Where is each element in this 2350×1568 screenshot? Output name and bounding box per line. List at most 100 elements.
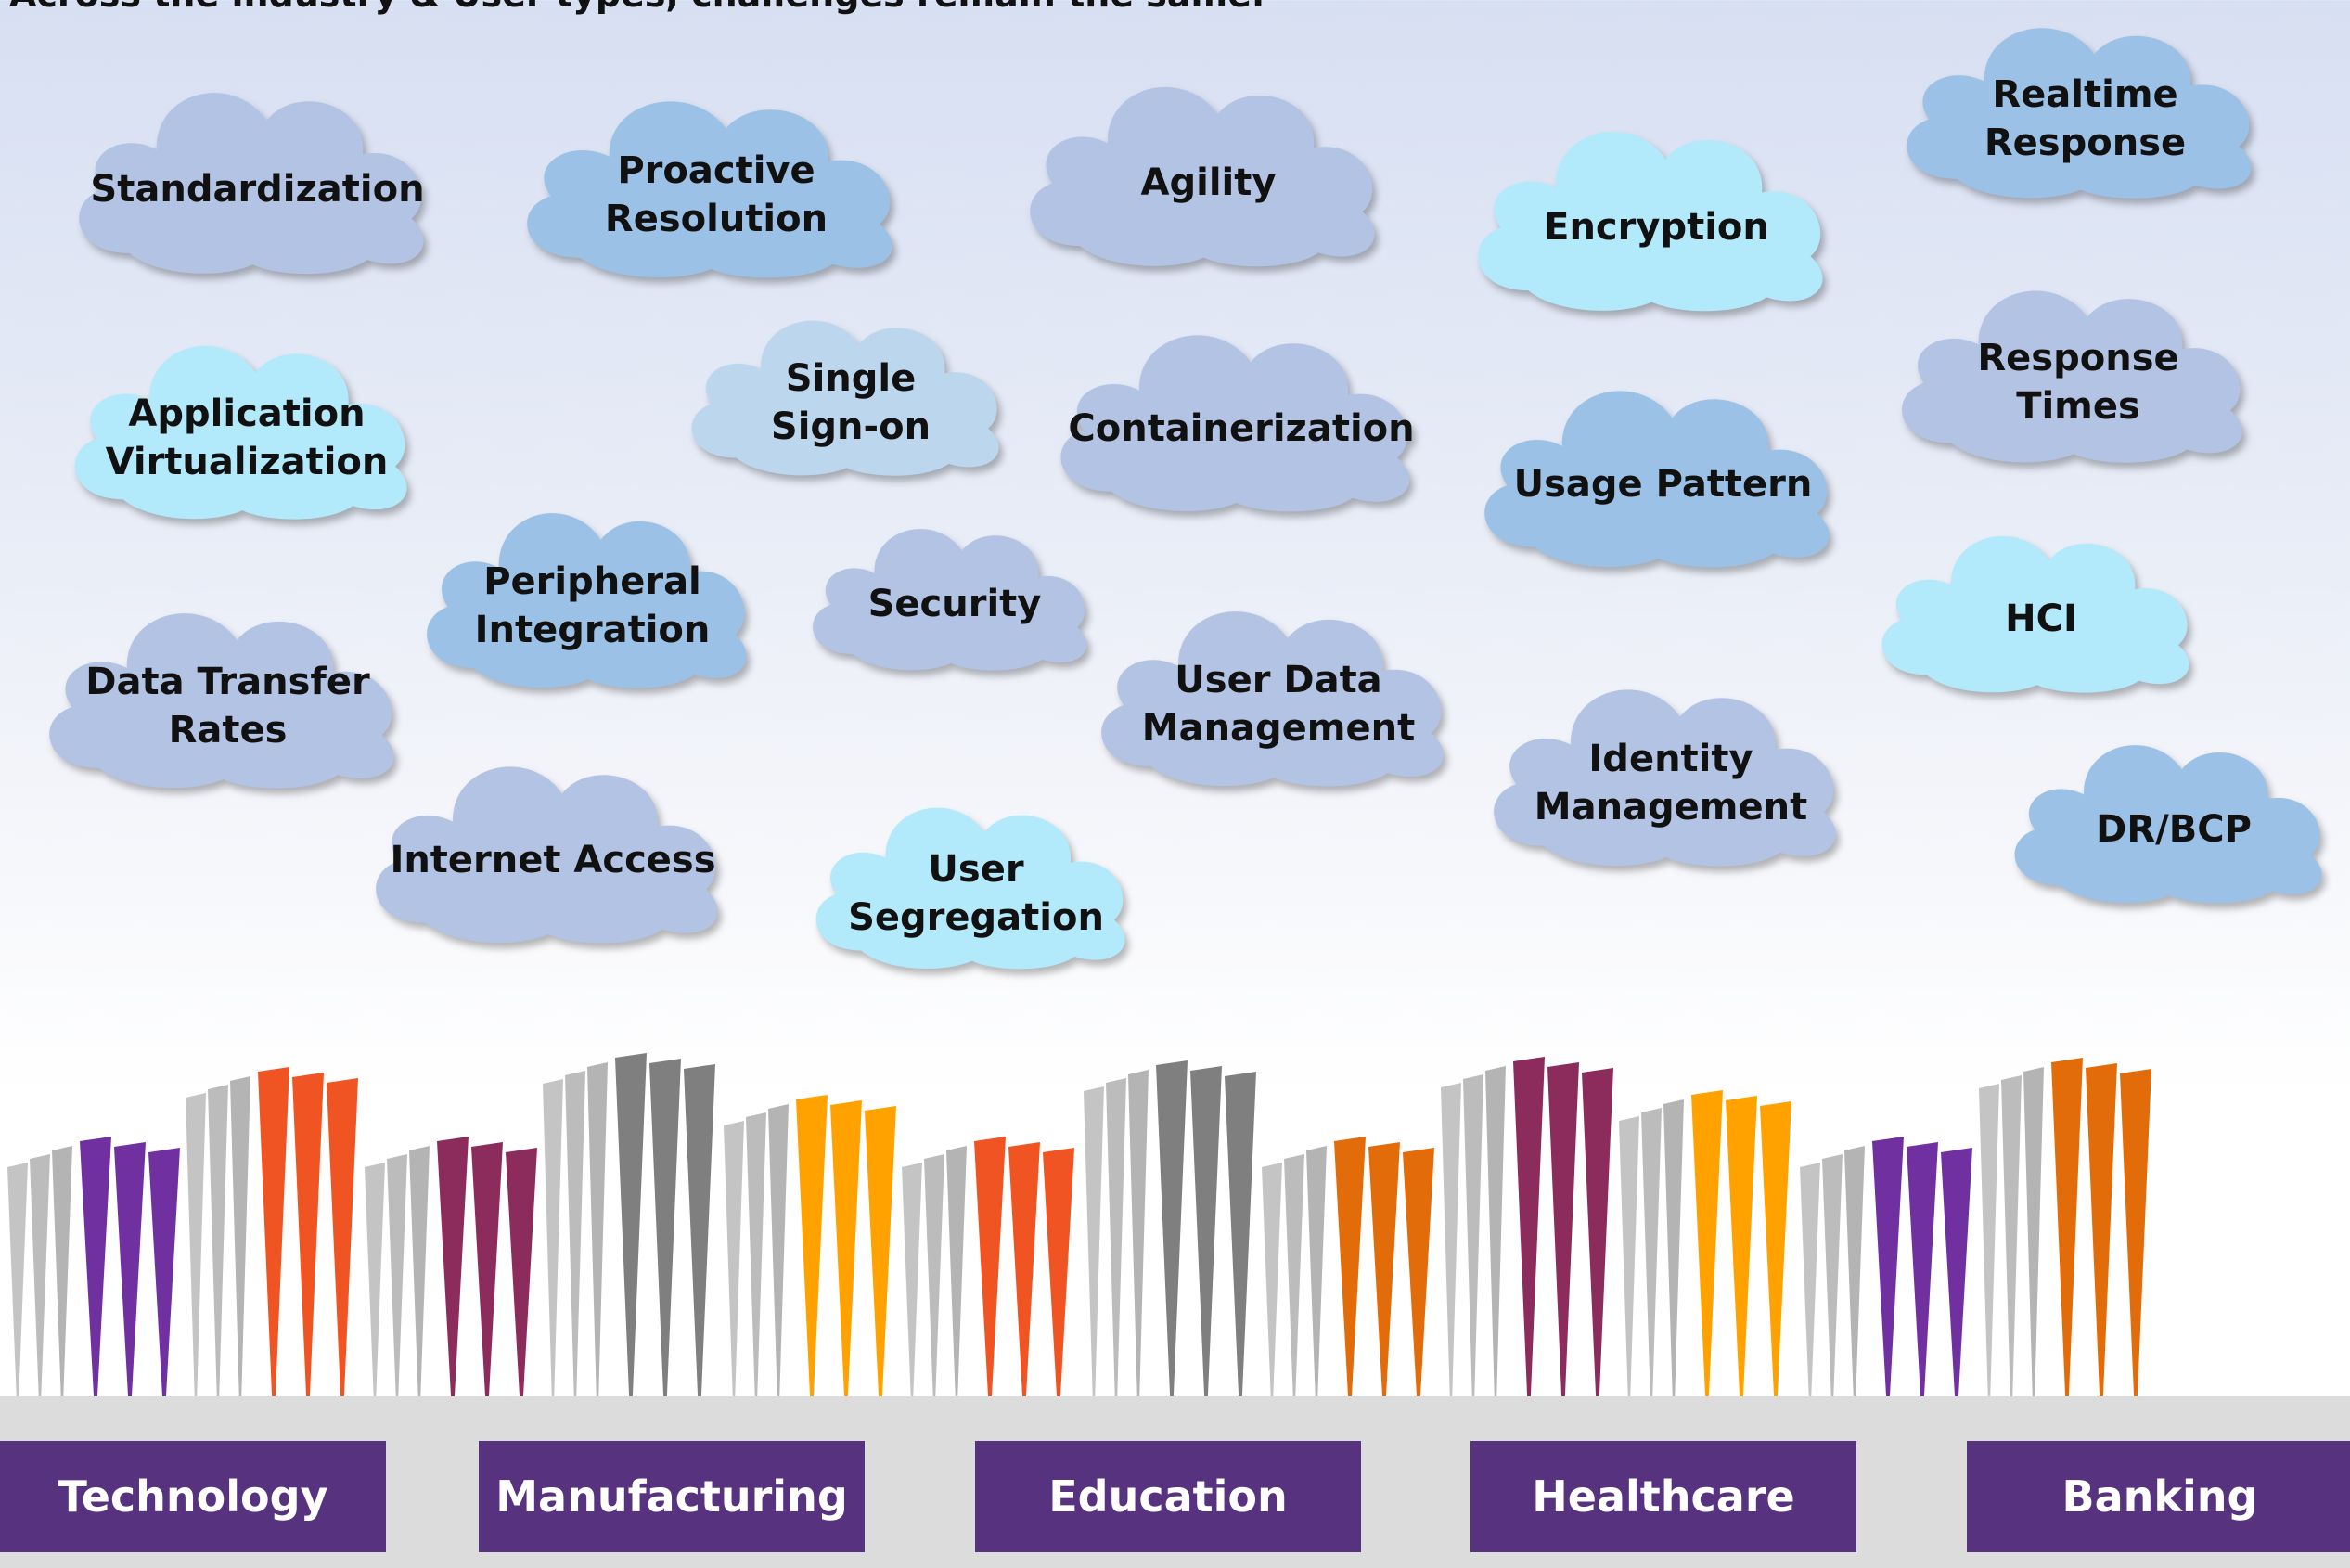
industry-skyline [7,1053,2151,1401]
cloud-label-line: HCI [2005,598,2077,641]
building-spike [1941,1148,1972,1401]
building-spike [186,1093,206,1401]
cloud-label: Agility [1016,159,1401,207]
cloud-label-line: Resolution [604,198,828,241]
building-spike [902,1163,922,1401]
building-spike [1043,1148,1074,1401]
building-spike [1084,1086,1104,1401]
building-spike [796,1095,828,1401]
cloud-shape [1060,335,1410,512]
building-spike [924,1154,944,1401]
building-spike [80,1137,111,1401]
building-spike [230,1076,250,1401]
building-spike [1284,1154,1304,1401]
cloud-shape [74,345,407,520]
cloud-agility: Agility [1016,58,1401,276]
cloud-label: Encryption [1464,203,1849,251]
building-spike [365,1163,385,1401]
building-spike [830,1100,862,1401]
cloud-label-line: Application [128,392,366,435]
cloud-label-line: Security [867,583,1042,626]
building-spike [1907,1142,1938,1401]
cloud-usage-pattern: Usage Pattern [1470,362,1856,577]
industry-technology: Technology [0,1441,386,1552]
building-spike [649,1059,681,1401]
building-spike [946,1146,967,1401]
cloud-shape [1030,86,1375,267]
cloud-label: Containerization [1047,405,1436,453]
building-spike [30,1154,50,1401]
building-spike [974,1137,1006,1401]
building-spike [1872,1137,1904,1401]
building-spike [292,1073,324,1401]
cloud-label-line: Single [785,357,917,401]
building-spike [387,1154,407,1401]
building-spike [615,1053,647,1401]
building-spike [1262,1163,1282,1401]
building-spike [208,1085,228,1401]
cloud-shape [427,513,747,688]
building-spike [1760,1101,1791,1401]
cloud-label-line: Identity [1588,738,1753,781]
industry-banking: Banking [1967,1441,2350,1552]
building-spike [1441,1083,1461,1401]
cloud-label: Standardization [65,165,450,213]
building-spike [1463,1074,1483,1401]
building-spike [471,1142,503,1401]
building-spike [327,1078,358,1401]
building-spike [587,1062,608,1401]
cloud-label-line: DR/BCP [2096,807,2252,851]
cloud-shape [1902,290,2242,463]
cloud-label-line: Times [2016,384,2140,428]
building-spike [506,1148,537,1401]
cloud-internet-access: Internet Access [362,738,744,953]
cloud-label-line: Standardization [90,167,425,211]
cloud-shape [815,807,1125,970]
building-spike [1106,1078,1126,1401]
building-spike [52,1146,72,1401]
building-spike [1485,1066,1506,1401]
building-spike [1547,1062,1579,1401]
cloud-label-line: Virtualization [105,440,389,483]
building-spike [746,1112,766,1401]
building-spike [1306,1146,1327,1401]
cloud-label-line: Management [1534,786,1808,829]
cloud-shape [1478,131,1823,312]
cloud-label: HCI [1869,595,2213,643]
industry-education: Education [975,1441,1361,1552]
header-text: Across the industry & User types, challe… [9,0,2236,15]
building-spike [437,1137,469,1401]
cloud-label-line: Internet Access [390,839,716,882]
cloud-shape [1494,689,1836,867]
building-spike [2086,1063,2117,1401]
cloud-label-line: Response [1984,121,2187,164]
building-spike [2023,1067,2044,1401]
building-spike [1334,1137,1366,1401]
building-spike [724,1121,744,1401]
cloud-label-line: User [928,847,1024,891]
cloud-label-line: Segregation [848,895,1104,939]
building-spike [114,1142,146,1401]
cloud-label-line: Containerization [1068,407,1415,451]
building-spike [1619,1116,1639,1401]
building-spike [1844,1146,1865,1401]
cloud-label-line: Sign-on [770,405,931,449]
building-spike [1403,1148,1434,1401]
building-spike [1368,1142,1400,1401]
